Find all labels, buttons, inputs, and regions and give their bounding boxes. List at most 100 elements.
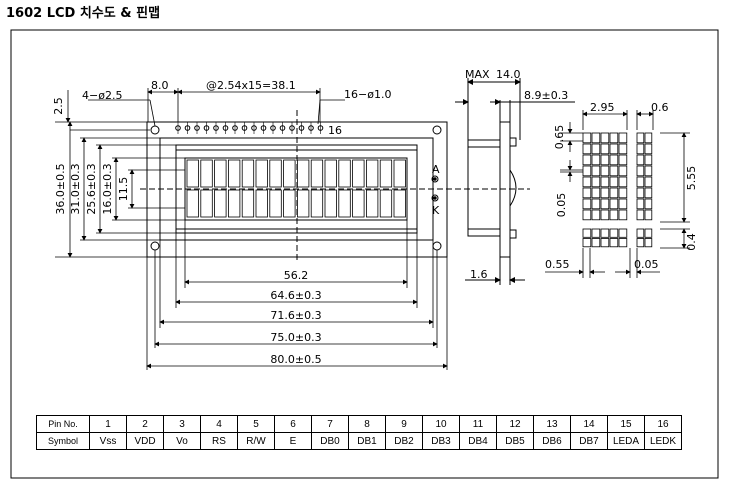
dot-cell	[582, 209, 592, 221]
pin-number-cell: 16	[644, 415, 682, 433]
label-a: A	[432, 163, 440, 176]
pin-number-cell: 13	[533, 415, 571, 433]
dot-cell	[600, 198, 610, 210]
character-cell	[379, 159, 393, 188]
pin-symbol-cell: E	[274, 432, 312, 450]
character-cell	[200, 189, 213, 218]
dot-cell	[591, 198, 601, 210]
character-cell	[283, 189, 296, 218]
pin-number-cell: 1	[89, 415, 127, 433]
pin-symbol-cell: LEDK	[644, 432, 682, 450]
pin-number-cell: 7	[311, 415, 349, 433]
dot-cell	[582, 187, 592, 199]
dot-cell	[591, 228, 601, 238]
character-cell	[324, 189, 337, 218]
character-cell	[255, 159, 268, 188]
dot-cell	[582, 165, 592, 177]
pin-symbol-cell: DB4	[459, 432, 497, 450]
pin-symbol-cell: DB0	[311, 432, 349, 450]
dot-cell	[618, 238, 628, 248]
character-cell	[186, 189, 199, 218]
character-cell	[365, 189, 379, 218]
dot-cell	[609, 176, 619, 188]
dot-cell	[636, 209, 645, 221]
dot-cell	[600, 187, 610, 199]
dot-cell	[609, 198, 619, 210]
dot-detail-dims	[545, 110, 690, 278]
character-cell	[283, 159, 296, 188]
dot-cell	[609, 238, 619, 248]
dim-pitch: @2.54x15=38.1	[206, 79, 296, 92]
dot-cell	[609, 143, 619, 155]
dim-8-0: 8.0	[151, 79, 169, 92]
dot-cell	[636, 132, 645, 144]
pin-number-cell: 12	[496, 415, 534, 433]
detail-0-6: 0.6	[651, 101, 669, 114]
page-title: 1602 LCD 치수도 & 핀맵	[6, 6, 161, 21]
character-cell	[255, 189, 268, 218]
dot-cell	[644, 198, 653, 210]
left-dimension-lines	[55, 121, 185, 258]
character-cell	[296, 189, 310, 218]
pin-number-cell: 10	[422, 415, 460, 433]
dot-cell	[582, 176, 592, 188]
dim-2-5: 2.5	[52, 97, 65, 115]
dot-cell	[582, 238, 592, 248]
character-cell	[269, 189, 282, 218]
lcd-module-side	[455, 78, 575, 285]
dot-cell	[600, 132, 610, 144]
dot-cell	[618, 187, 628, 199]
dim-31: 31.0±0.3	[69, 163, 82, 214]
character-cell	[338, 189, 351, 218]
pin-symbol-cell: DB2	[385, 432, 423, 450]
character-cell	[352, 159, 365, 188]
pin-symbol-cell: DB5	[496, 432, 534, 450]
character-cell	[310, 159, 324, 188]
dot-cell	[644, 154, 653, 166]
pin16-label: 16	[328, 124, 342, 137]
dot-cell	[600, 154, 610, 166]
character-cell	[214, 189, 227, 218]
character-cell	[352, 189, 365, 218]
dot-cell	[618, 154, 628, 166]
dot-cell	[582, 132, 592, 144]
dot-cell	[609, 209, 619, 221]
dim-11-5: 11.5	[117, 177, 130, 202]
dim-hole-4: 4−ø2.5	[82, 89, 122, 102]
side-8-9: 8.9±0.3	[524, 89, 568, 102]
side-14: 14.0	[496, 68, 521, 81]
dim-pins-16: 16−ø1.0	[344, 88, 391, 101]
dim-56-2: 56.2	[284, 269, 309, 282]
pin-number-cell: 11	[459, 415, 497, 433]
dot-cell	[636, 238, 645, 248]
label-k: K	[432, 204, 440, 217]
character-cell	[310, 189, 324, 218]
dot-cell	[618, 165, 628, 177]
pin-number-cell: 4	[200, 415, 238, 433]
character-cell	[296, 159, 310, 188]
dot-cell	[591, 176, 601, 188]
pin-symbol-cell: LEDA	[607, 432, 645, 450]
dot-cell	[582, 198, 592, 210]
character-cell	[393, 189, 406, 218]
pin-no-header: Pin No.	[36, 415, 90, 433]
dot-cell	[644, 176, 653, 188]
dot-cell	[591, 209, 601, 221]
dot-cell	[600, 209, 610, 221]
dot-cell	[609, 165, 619, 177]
side-max: MAX	[465, 68, 490, 81]
character-cell	[379, 189, 393, 218]
pin-number-cell: 9	[385, 415, 423, 433]
pin-holes	[175, 122, 324, 134]
dot-cell	[636, 176, 645, 188]
pin-symbol-cell: Vss	[89, 432, 127, 450]
pin-symbol-cell: Vo	[163, 432, 201, 450]
dot-cell	[636, 187, 645, 199]
dim-80-0: 80.0±0.5	[270, 353, 321, 366]
character-cell	[365, 159, 379, 188]
dot-cell	[644, 228, 653, 238]
character-cell	[324, 159, 337, 188]
dot-cell	[600, 238, 610, 248]
pin-number-cell: 6	[274, 415, 312, 433]
